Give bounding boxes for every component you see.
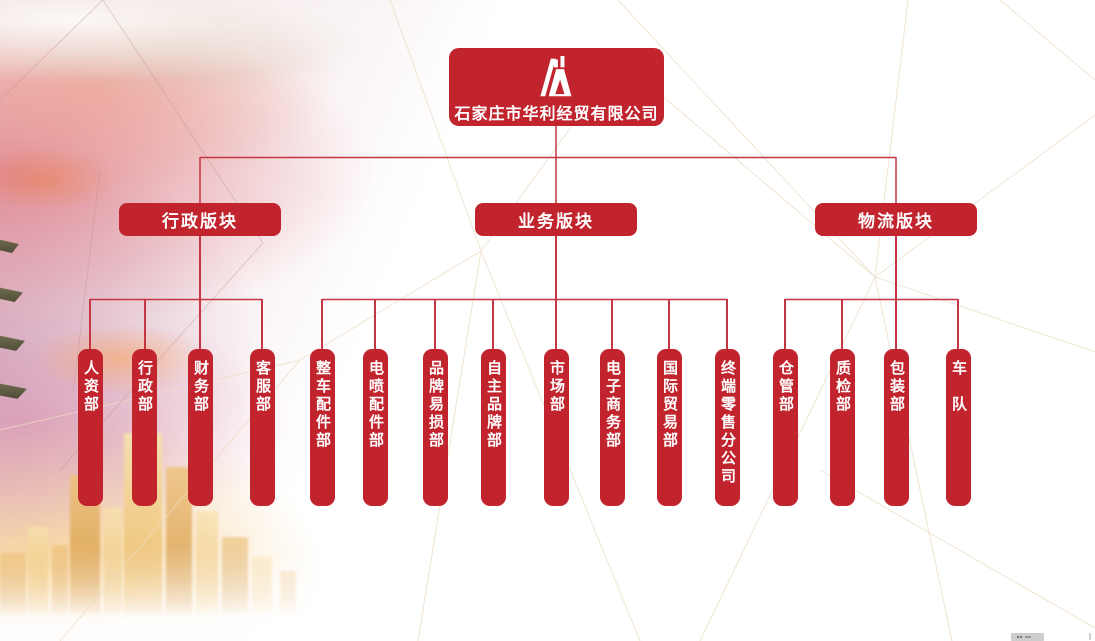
dept-label: 质检部 [834,360,851,414]
bottom-edge-tick [1089,633,1091,640]
dept-node-customer-service: 客服部 [250,349,275,506]
scrollbar-dots [1017,636,1022,638]
pagoda-roof-tier [0,238,19,254]
branch-node-admin: 行政版块 [119,203,281,236]
building [196,511,218,615]
branch-label: 业务版块 [518,212,594,231]
dept-node-quality-inspection: 质检部 [830,349,855,506]
building [222,537,248,615]
company-logo-icon [539,55,571,96]
dept-node-packaging: 包装部 [884,349,909,506]
dept-label: 自主品牌部 [485,360,502,450]
dept-label: 终端零售分公司 [719,360,736,486]
dept-node-own-brand: 自主品牌部 [481,349,506,506]
dept-label: 客服部 [254,360,271,414]
dept-label: 电子商务部 [604,360,621,450]
building [104,507,122,615]
pagoda-roof-tier [0,287,23,302]
dept-label: 市场部 [548,360,565,414]
dept-node-finance: 财务部 [188,349,213,506]
building [28,527,48,615]
dept-node-administration: 行政部 [132,349,157,506]
dept-label: 财务部 [192,360,209,414]
dept-label: 车 队 [950,360,967,414]
dept-label: 电喷配件部 [367,360,384,450]
dept-node-ecommerce: 电子商务部 [600,349,625,506]
dept-node-brand-wear-parts: 品牌易损部 [423,349,448,506]
dept-node-warehouse: 仓管部 [773,349,798,506]
pagoda-roof-tier [0,383,27,399]
dept-node-vehicle-parts: 整车配件部 [310,349,335,506]
bottom-scrollbar-artifact[interactable] [1011,633,1044,641]
pagoda-roof-tier [0,335,25,351]
dept-node-marketing: 市场部 [544,349,569,506]
branch-node-logistics: 物流版块 [815,203,977,236]
dept-label: 人资部 [82,360,99,414]
scrollbar-dash [1025,636,1031,638]
city-skyline [0,420,340,625]
dept-label: 包装部 [888,360,905,414]
dept-node-hr: 人资部 [78,349,103,506]
dept-label: 仓管部 [777,360,794,414]
dept-node-intl-trade: 国际贸易部 [657,349,682,506]
dept-label: 品牌易损部 [427,360,444,450]
building [0,553,26,615]
branch-node-business: 业务版块 [475,203,637,236]
building [52,545,68,615]
branch-label: 行政版块 [162,212,238,231]
company-node: 石家庄市华利经贸有限公司 [449,48,664,126]
dept-node-fleet: 车 队 [946,349,971,506]
dept-label: 国际贸易部 [661,360,678,450]
building [280,571,296,615]
dept-label: 整车配件部 [314,360,331,450]
dept-node-retail-branch: 终端零售分公司 [715,349,740,506]
building [252,557,272,615]
branch-label: 物流版块 [858,212,934,231]
company-name: 石家庄市华利经贸有限公司 [454,105,659,123]
dept-node-efi-parts: 电喷配件部 [363,349,388,506]
dept-label: 行政部 [136,360,153,414]
